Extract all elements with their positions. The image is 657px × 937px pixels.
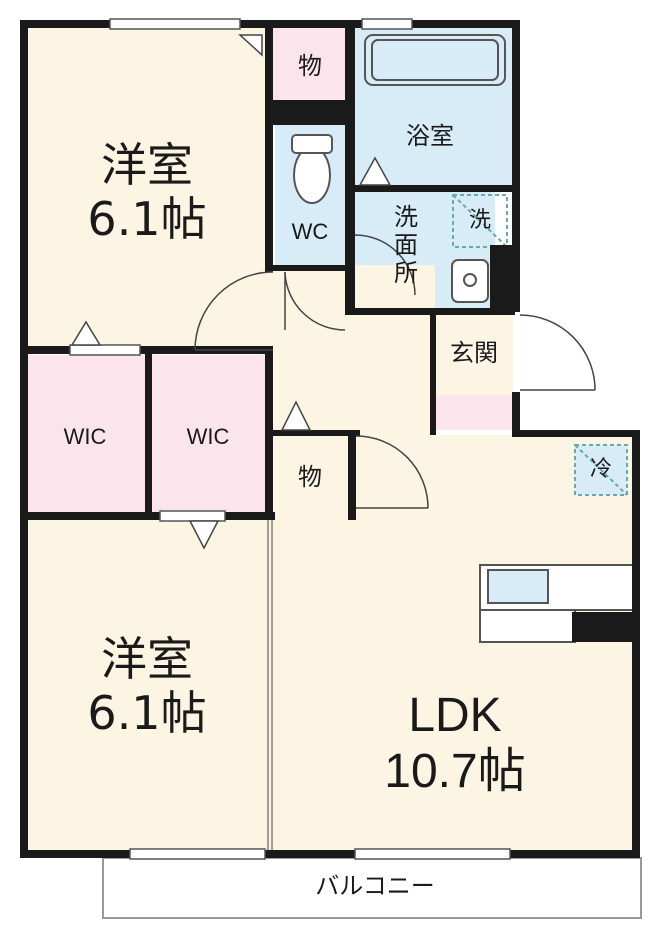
washer-space bbox=[452, 194, 508, 248]
bathtub-inner bbox=[371, 39, 499, 81]
fixtures bbox=[291, 34, 636, 643]
bathtub bbox=[364, 34, 506, 86]
washroom-char-1: 洗 bbox=[394, 203, 418, 231]
western-room-bottom-floor bbox=[25, 520, 270, 850]
kitchen-sink bbox=[487, 569, 549, 604]
storage-top-floor bbox=[270, 25, 350, 103]
washroom-char-3: 所 bbox=[394, 259, 418, 287]
washroom-char-2: 面 bbox=[394, 231, 418, 259]
western-room-top-floor bbox=[25, 25, 270, 350]
entrance-label: 玄関 bbox=[450, 339, 498, 367]
ldk-size: 10.7帖 bbox=[384, 745, 526, 798]
kitchen-counter-lower bbox=[479, 609, 576, 643]
walls bbox=[20, 20, 640, 858]
windows bbox=[69, 18, 511, 860]
western-room-top-name: 洋室 bbox=[101, 138, 193, 192]
storage-top-label: 物 bbox=[298, 52, 322, 80]
western-room-bottom-size: 6.1帖 bbox=[87, 686, 207, 740]
western-room-top-size: 6.1帖 bbox=[87, 192, 207, 246]
wic-left-floor bbox=[25, 355, 145, 515]
wic-right-label: WIC bbox=[186, 424, 230, 449]
wc-label: WC bbox=[291, 219, 329, 244]
balcony-area bbox=[102, 857, 642, 919]
fridge-space-label: 冷 bbox=[589, 457, 612, 482]
ldk-name: LDK bbox=[408, 689, 502, 742]
wic-left-label: WIC bbox=[63, 424, 107, 449]
basin-drain bbox=[463, 273, 477, 287]
toilet-tank bbox=[291, 134, 333, 154]
entrance-floor bbox=[435, 315, 513, 395]
bath-label: 浴室 bbox=[406, 122, 454, 150]
storage-mid-label: 物 bbox=[298, 463, 322, 491]
washer-space-label: 洗 bbox=[468, 208, 491, 233]
entrance-step-floor bbox=[435, 395, 513, 430]
washroom-label: 洗 面 所 bbox=[388, 203, 424, 287]
balcony-label: バルコニー bbox=[315, 872, 435, 900]
western-room-bottom-name: 洋室 bbox=[101, 632, 193, 686]
wash-basin bbox=[451, 259, 489, 303]
wic-right-floor bbox=[150, 355, 270, 515]
toilet-bowl bbox=[293, 146, 331, 204]
doors bbox=[70, 34, 596, 850]
